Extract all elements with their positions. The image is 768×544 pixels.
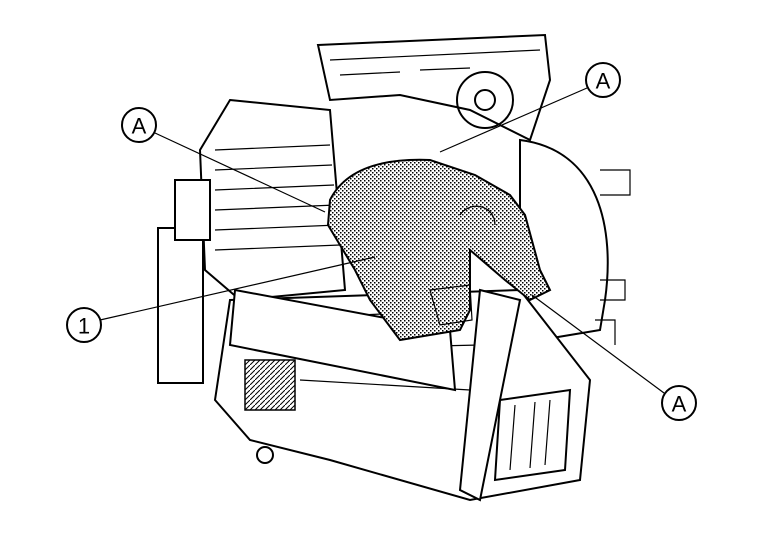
callout-label: 1 xyxy=(78,314,90,339)
callout-a-lower-right: A xyxy=(531,294,697,421)
callout-label: A xyxy=(596,69,611,94)
heater-unit-housing xyxy=(157,33,631,502)
callout-label: A xyxy=(132,114,147,139)
callout-a-upper-right: A xyxy=(439,62,621,153)
callout-1: 1 xyxy=(66,256,376,343)
callout-label: A xyxy=(672,392,687,417)
highlighted-part-1 xyxy=(326,158,552,342)
callout-a-upper-left: A xyxy=(121,107,326,213)
